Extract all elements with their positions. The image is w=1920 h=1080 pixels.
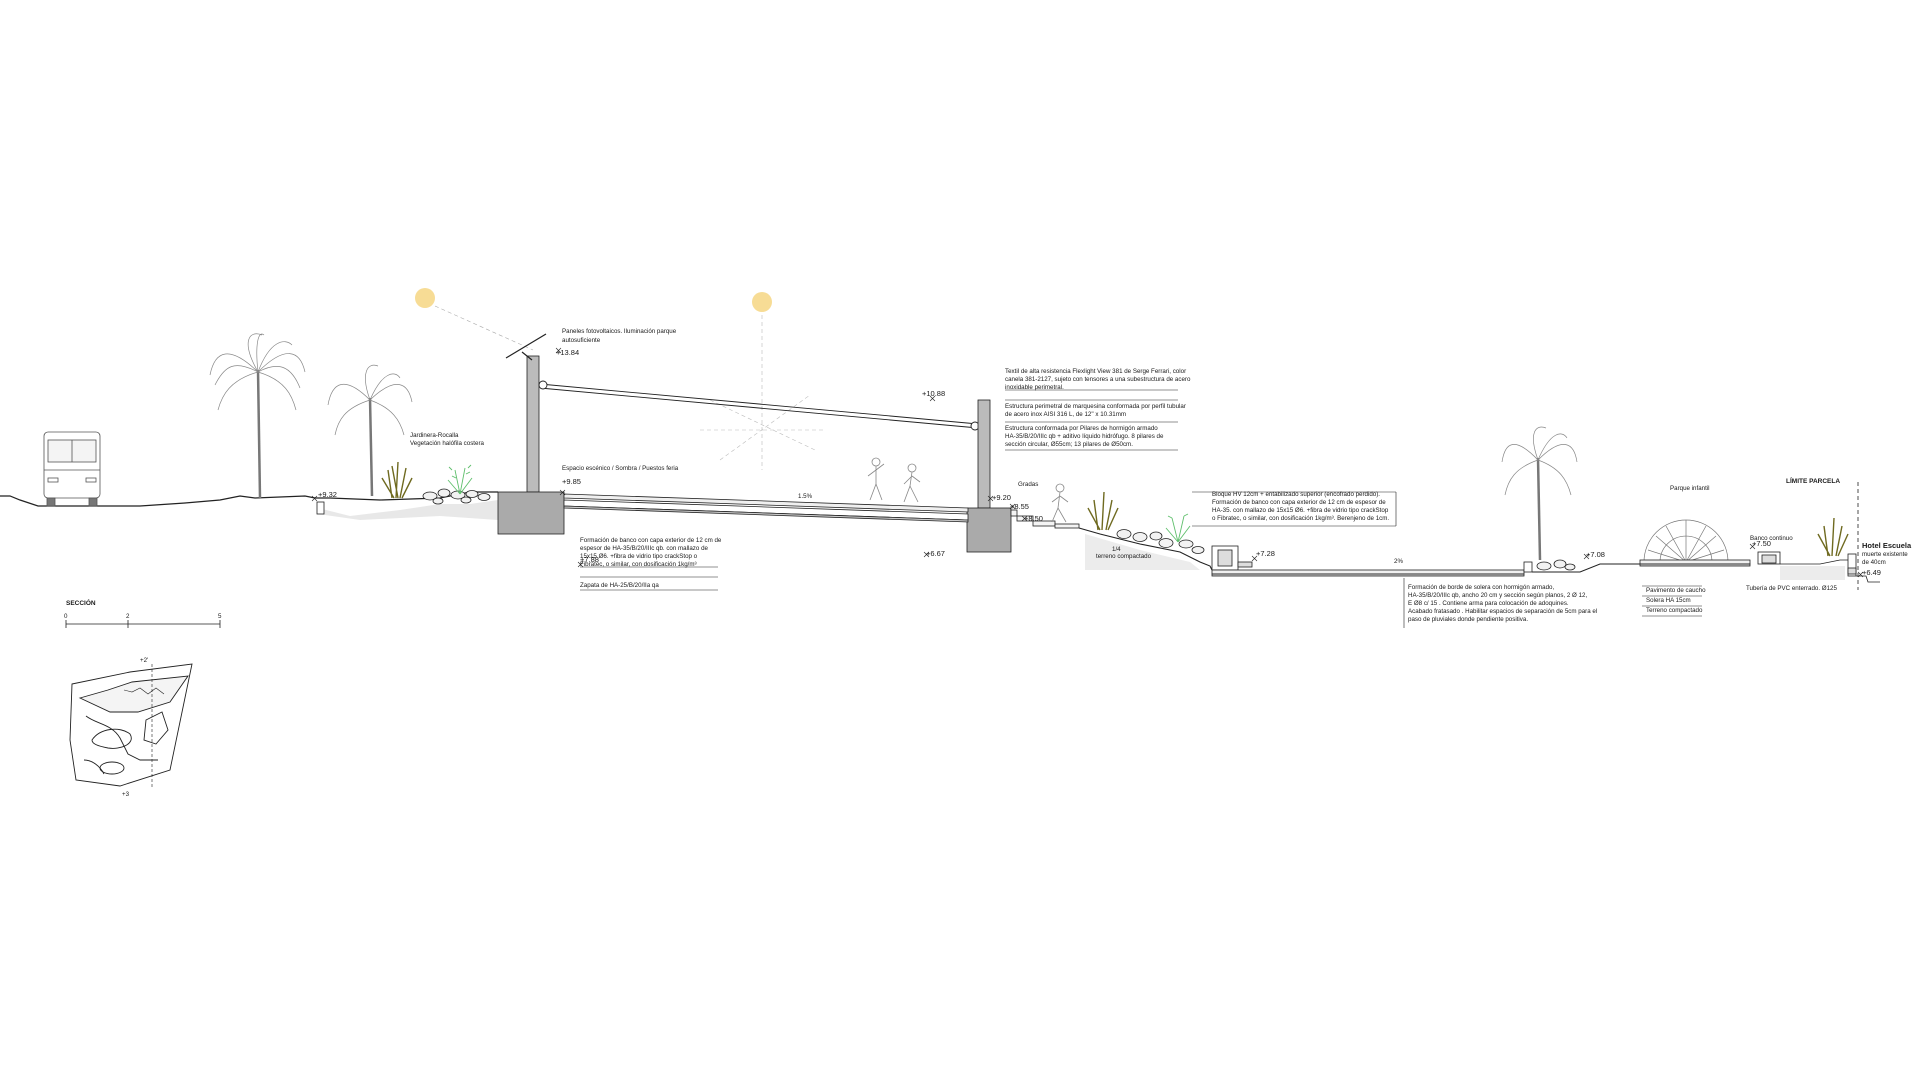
key-plan xyxy=(69,663,193,788)
note-banco1: Formación de banco con capa exterior de … xyxy=(580,537,723,568)
note-textil: Textil de alta resistencia Flexlight Vie… xyxy=(1005,368,1192,391)
parcel-limit-line xyxy=(1847,482,1880,590)
pillar-left xyxy=(526,355,540,493)
note-limite: LÍMITE PARCELA xyxy=(1786,476,1840,485)
level-920: +9.20 xyxy=(992,493,1011,502)
level-1088: +10.88 xyxy=(922,389,945,398)
note-terreno2: Terreno compactado xyxy=(1646,607,1703,614)
note-estructura: Estructura perimetral de marquesina conf… xyxy=(1005,403,1188,418)
sun-left-icon xyxy=(415,288,534,351)
scale-tick-5: 5 xyxy=(218,613,222,620)
note-bloque: Bloque HV 12cm + entabilizado superior (… xyxy=(1212,491,1390,522)
drain-post xyxy=(316,501,325,515)
green-shrub-1-icon xyxy=(447,464,473,495)
foundation-right xyxy=(966,507,1012,553)
keyplan-top-mark: +2' xyxy=(140,657,148,664)
slope-rockery xyxy=(1078,527,1213,571)
sun-right-icon xyxy=(700,292,825,470)
person-figure-2-icon xyxy=(903,463,921,503)
slope-embankment: 1/4 xyxy=(1112,546,1121,553)
level-649: +6.49 xyxy=(1862,568,1881,577)
note-solera: Solera HA 15cm xyxy=(1646,597,1691,604)
palm-tree-2-icon xyxy=(327,364,413,497)
scale-tick-2: 2 xyxy=(126,613,130,620)
note-banco-continuo: Banco continuo xyxy=(1750,535,1793,542)
level-985: +9.85 xyxy=(562,477,581,486)
note-espacio: Espacio escénico / Sombra / Puestos feri… xyxy=(562,465,679,472)
agave-plant-1-icon xyxy=(381,461,413,499)
level-708: +7.08 xyxy=(1586,550,1605,559)
scale-tick-0: 0 xyxy=(64,613,68,620)
level-855: +8.55 xyxy=(1010,502,1029,511)
slope-platform: 1.5% xyxy=(798,493,813,500)
solar-panel-icon xyxy=(505,333,547,361)
level-667: +6.67 xyxy=(926,549,945,558)
bus-icon xyxy=(43,431,101,507)
gradas-steps xyxy=(1010,509,1080,529)
level-marks xyxy=(311,347,1864,578)
pillar-right xyxy=(977,399,991,509)
note-paneles: Paneles fotovoltaicos. Iluminación parqu… xyxy=(562,328,678,344)
foundation-left xyxy=(497,491,565,535)
note-pavimento: Pavimento de caucho xyxy=(1646,587,1706,594)
agave-plant-2-icon xyxy=(1087,491,1119,531)
note-rules xyxy=(580,389,1702,628)
green-shrub-2-icon xyxy=(1165,513,1191,543)
section-title: SECCIÓN xyxy=(66,598,96,607)
note-jardinera: Jardinera-Rocalla Vegetación halófila co… xyxy=(410,432,485,447)
level-728: +7.28 xyxy=(1256,549,1275,558)
note-borde: Formación de borde de solera con hormigó… xyxy=(1408,584,1599,623)
scale-bar xyxy=(65,620,221,628)
rockery-right xyxy=(1523,559,1650,573)
level-932: +9.32 xyxy=(318,490,337,499)
playground-wheel-icon xyxy=(1643,519,1729,563)
person-figure-1-icon xyxy=(867,457,885,501)
level-1384: +13.84 xyxy=(556,348,579,357)
palm-tree-3-icon xyxy=(1501,426,1578,561)
level-750: +7.50 xyxy=(1752,539,1771,548)
level-788: +7.88 xyxy=(580,555,599,564)
rockery-left xyxy=(318,488,498,520)
agave-plant-3-icon xyxy=(1817,517,1849,557)
slope-lower: 2% xyxy=(1394,558,1403,565)
note-hotel: Hotel Escuela muerte existente de 40cm xyxy=(1862,535,1916,566)
textile-canopy xyxy=(538,380,980,431)
note-zapata: Zapata de HA-25/B/20/IIa qa xyxy=(580,582,659,589)
lower-pavement xyxy=(1211,569,1525,577)
note-gradas: Gradas xyxy=(1018,481,1038,488)
note-pilares: Estructura conformada por Pilares de hor… xyxy=(1005,425,1165,448)
note-parque: Parque infantil xyxy=(1670,485,1710,492)
bench-block xyxy=(1211,545,1253,571)
note-tuberia: Tubería de PVC enterrado. Ø125 xyxy=(1746,585,1837,592)
level-850: +8.50 xyxy=(1024,514,1043,523)
palm-tree-1-icon xyxy=(209,333,306,499)
keyplan-bottom-mark: +3 xyxy=(122,791,130,798)
person-figure-3-icon xyxy=(1051,483,1069,523)
platform-slab xyxy=(563,493,969,523)
note-terreno1: terreno compactado xyxy=(1096,553,1152,560)
playground-floor xyxy=(1639,551,1848,580)
